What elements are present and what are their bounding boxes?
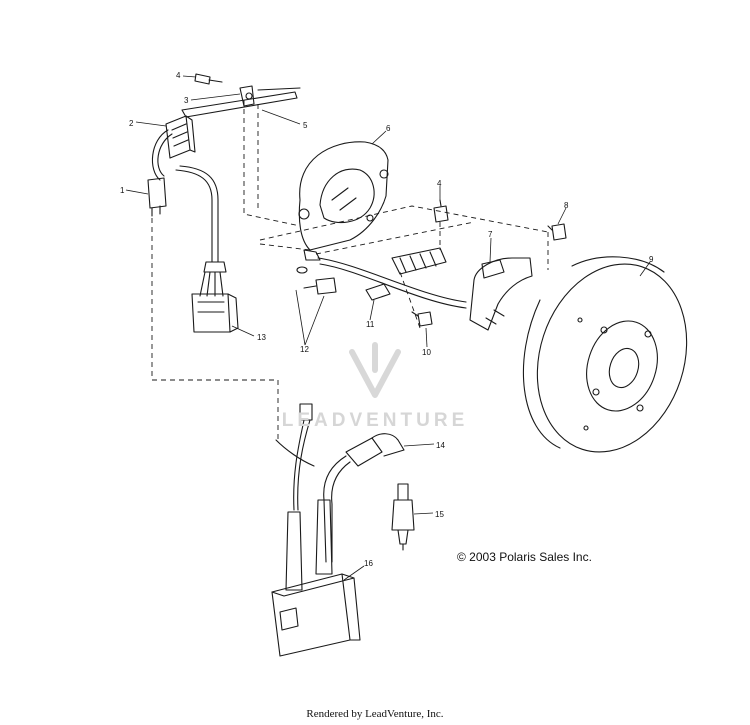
copyright-notice: © 2003 Polaris Sales Inc. (457, 550, 592, 564)
callout-7: 7 (488, 230, 493, 239)
part-11-clamp (365, 283, 391, 301)
callout-10: 10 (422, 348, 431, 357)
part-3-bracket (181, 85, 301, 118)
callout-4a: 4 (176, 71, 181, 80)
callout-4b: 4 (437, 179, 442, 188)
part-4-bolt-top (194, 73, 223, 85)
stator-coil (317, 247, 467, 309)
part-8-bolt (547, 223, 567, 241)
part-1-harness (147, 129, 227, 297)
callout-1: 1 (120, 186, 125, 195)
part-2-regulator (165, 115, 196, 159)
part-9-flywheel (522, 256, 688, 453)
callout-15: 15 (435, 510, 444, 519)
callout-14: 14 (436, 441, 445, 450)
leader-lines (125, 75, 651, 581)
callout-13: 13 (257, 333, 266, 342)
part-13-connector (191, 293, 239, 333)
callout-8: 8 (564, 201, 569, 210)
part-7-pickup-coil (469, 257, 533, 331)
callout-11: 11 (366, 320, 375, 329)
callout-3: 3 (184, 96, 189, 105)
callout-12: 12 (300, 345, 309, 354)
callout-9: 9 (649, 255, 654, 264)
part-10-bolt (411, 311, 433, 327)
callout-2: 2 (129, 119, 134, 128)
watermark-logo (349, 342, 401, 398)
callout-5: 5 (303, 121, 308, 130)
callout-labels: 1 2 3 4 5 6 4 7 8 9 10 11 12 13 14 15 16 (120, 71, 654, 568)
part-14-plug-cap (323, 433, 405, 563)
assembly-lines (151, 100, 549, 440)
footer-credit: Rendered by LeadVenture, Inc. (306, 708, 444, 720)
part-15-spark-plug (391, 483, 415, 551)
callout-6: 6 (386, 124, 391, 133)
callout-16: 16 (364, 559, 373, 568)
part-4-bolt-mid (433, 199, 449, 223)
part-6-stator-plate (298, 141, 389, 261)
part-16-ignition-coil (271, 403, 361, 657)
part-12-screws (296, 266, 337, 295)
watermark-text: LEADVENTURE (281, 410, 469, 431)
